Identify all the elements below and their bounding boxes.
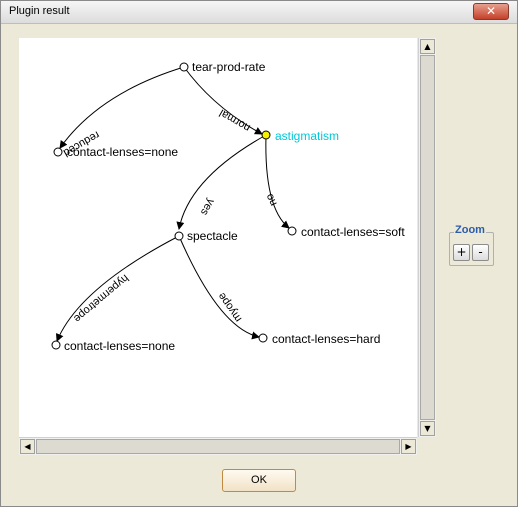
ok-button[interactable]: OK: [222, 469, 296, 492]
node-label-contact-lenses-none-2: contact-lenses=none: [64, 339, 175, 353]
edge-label-myope: myope: [216, 290, 245, 324]
close-button[interactable]: ✕: [473, 3, 509, 20]
scroll-down-button[interactable]: ▼: [420, 421, 435, 436]
node-circle-contact-lenses-hard[interactable]: [258, 333, 268, 343]
edge-hypermetrope: [55, 235, 180, 342]
node-label-contact-lenses-soft: contact-lenses=soft: [301, 225, 405, 239]
horizontal-scrollbar[interactable]: ◀ ▶: [19, 437, 417, 455]
node-label-contact-lenses-none-1: contact-lenses=none: [67, 145, 178, 159]
scroll-left-button[interactable]: ◀: [20, 439, 35, 454]
edge-label-no: no: [264, 192, 280, 208]
plus-icon: +: [456, 245, 467, 259]
zoom-group: Zoom + -: [449, 224, 494, 266]
vertical-scroll-thumb[interactable]: [420, 55, 435, 420]
node-circle-astigmatism[interactable]: [261, 130, 271, 140]
vertical-scrollbar[interactable]: ▲ ▼: [418, 38, 436, 437]
title-bar: Plugin result ✕: [1, 1, 517, 24]
edge-label-normal: normal: [217, 107, 252, 134]
zoom-label: Zoom: [454, 224, 486, 236]
edge-normal: [183, 66, 263, 135]
scroll-right-button[interactable]: ▶: [401, 439, 416, 454]
node-circle-contact-lenses-none-2[interactable]: [51, 340, 61, 350]
arrow-down-icon: ▼: [424, 424, 431, 433]
tree-canvas[interactable]: reduced normal yes no hypermetrope myope…: [19, 38, 417, 437]
arrow-left-icon: ◀: [24, 442, 31, 451]
zoom-in-button[interactable]: +: [453, 244, 470, 261]
node-circle-tear-prod-rate[interactable]: [179, 62, 189, 72]
minus-icon: -: [478, 245, 483, 259]
edge-label-yes: yes: [198, 197, 217, 218]
node-label-spectacle: spectacle: [187, 229, 238, 243]
edge-myope: [178, 235, 260, 340]
arrow-up-icon: ▲: [424, 42, 431, 51]
arrow-right-icon: ▶: [405, 442, 412, 451]
edge-reduced: [59, 66, 185, 149]
horizontal-scroll-thumb[interactable]: [36, 439, 400, 454]
node-label-contact-lenses-hard: contact-lenses=hard: [272, 332, 380, 346]
scroll-up-button[interactable]: ▲: [420, 39, 435, 54]
close-icon: ✕: [485, 4, 497, 18]
decision-tree-svg: reduced normal yes no hypermetrope myope…: [51, 60, 405, 353]
edge-label-hypermetrope: hypermetrope: [71, 272, 131, 325]
edge-no: [265, 134, 290, 229]
node-label-tear-prod-rate: tear-prod-rate: [192, 60, 266, 74]
zoom-out-button[interactable]: -: [472, 244, 489, 261]
node-circle-spectacle[interactable]: [174, 231, 184, 241]
node-circle-contact-lenses-none-1[interactable]: [53, 147, 63, 157]
window-title: Plugin result: [9, 5, 70, 17]
node-label-astigmatism: astigmatism: [275, 129, 339, 143]
node-circle-contact-lenses-soft[interactable]: [287, 226, 297, 236]
edge-yes: [176, 134, 267, 230]
